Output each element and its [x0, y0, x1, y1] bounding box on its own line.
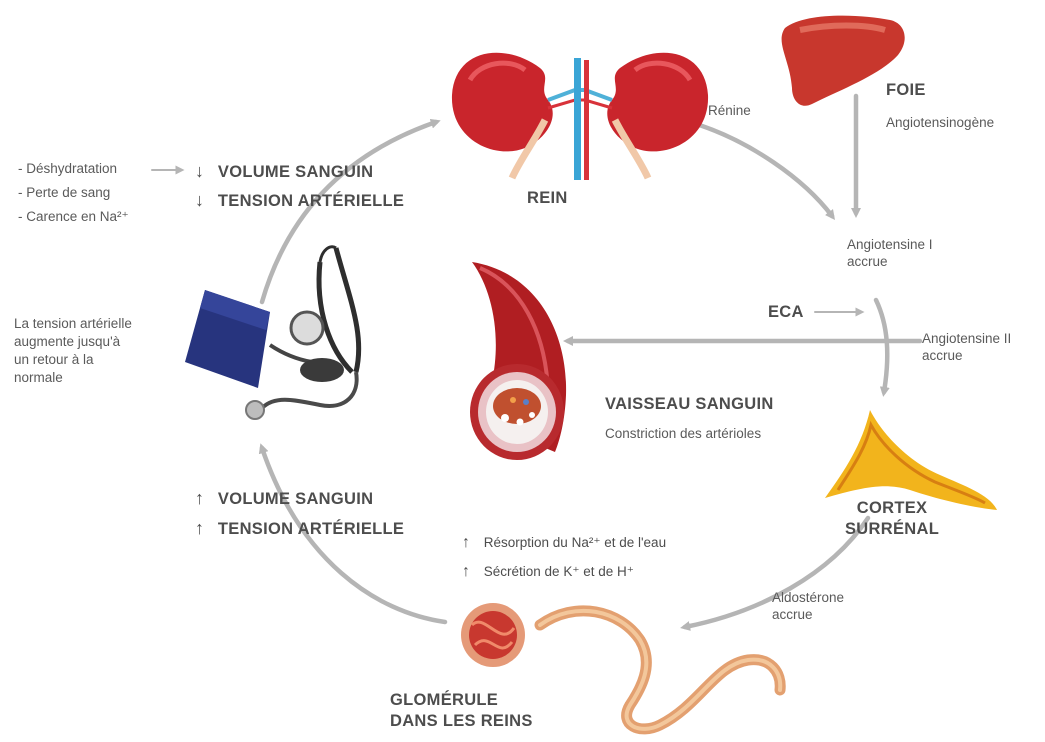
decrease-tension-label: TENSION ARTÉRIELLE	[218, 192, 404, 210]
increase-tension: ↑ TENSION ARTÉRIELLE	[195, 517, 404, 540]
effect-resorption: ↑ Résorption du Na²⁺ et de l'eau	[462, 533, 666, 553]
down-arrow-icon: ↓	[195, 189, 213, 212]
kidney-icon	[452, 53, 708, 180]
arrow-bp-to-kidney	[262, 122, 436, 302]
bp-note: La tension artérielle augmente jusqu'à u…	[14, 315, 132, 387]
decrease-volume: ↓ VOLUME SANGUIN	[195, 160, 373, 183]
angiotensin-2-label: Angiotensine II accrue	[922, 331, 1011, 365]
adrenal-label: CORTEX SURRÉNAL	[845, 498, 939, 539]
decrease-volume-label: VOLUME SANGUIN	[218, 163, 373, 181]
angiotensinogen-label: Angiotensinogène	[886, 115, 994, 132]
cause-sodium-deficiency: - Carence en Na²⁺	[18, 205, 129, 229]
eca-label: ECA	[768, 302, 804, 323]
up-arrow-icon: ↑	[462, 533, 480, 553]
cause-blood-loss: - Perte de sang	[18, 181, 129, 205]
effect-secretion: ↑ Sécrétion de K⁺ et de H⁺	[462, 562, 634, 582]
up-arrow-icon: ↑	[195, 487, 213, 510]
causes-list: - Déshydratation - Perte de sang - Caren…	[18, 157, 129, 229]
up-arrow-icon: ↑	[462, 562, 480, 582]
decrease-tension: ↓ TENSION ARTÉRIELLE	[195, 189, 404, 212]
kidney-label: REIN	[527, 188, 568, 209]
liver-label: FOIE	[886, 80, 926, 101]
aldosterone-label: Aldostérone accrue	[772, 590, 844, 624]
down-arrow-icon: ↓	[195, 160, 213, 183]
glomerule-label: GLOMÉRULE DANS LES REINS	[390, 690, 533, 731]
renin-label: Rénine	[708, 103, 751, 120]
increase-volume-label: VOLUME SANGUIN	[218, 490, 373, 508]
arrow-ang1-to-ang2	[876, 300, 887, 392]
angiotensin-1-label: Angiotensine I accrue	[847, 237, 933, 271]
increase-tension-label: TENSION ARTÉRIELLE	[218, 520, 404, 538]
cause-dehydration: - Déshydratation	[18, 157, 129, 181]
vessel-label: VAISSEAU SANGUIN	[605, 394, 774, 415]
blood-vessel-icon	[470, 262, 566, 460]
vessel-effect: Constriction des artérioles	[605, 426, 761, 443]
increase-volume: ↑ VOLUME SANGUIN	[195, 487, 373, 510]
up-arrow-icon: ↑	[195, 517, 213, 540]
arrow-renin	[690, 122, 832, 216]
adrenal-cortex-icon	[825, 410, 997, 510]
